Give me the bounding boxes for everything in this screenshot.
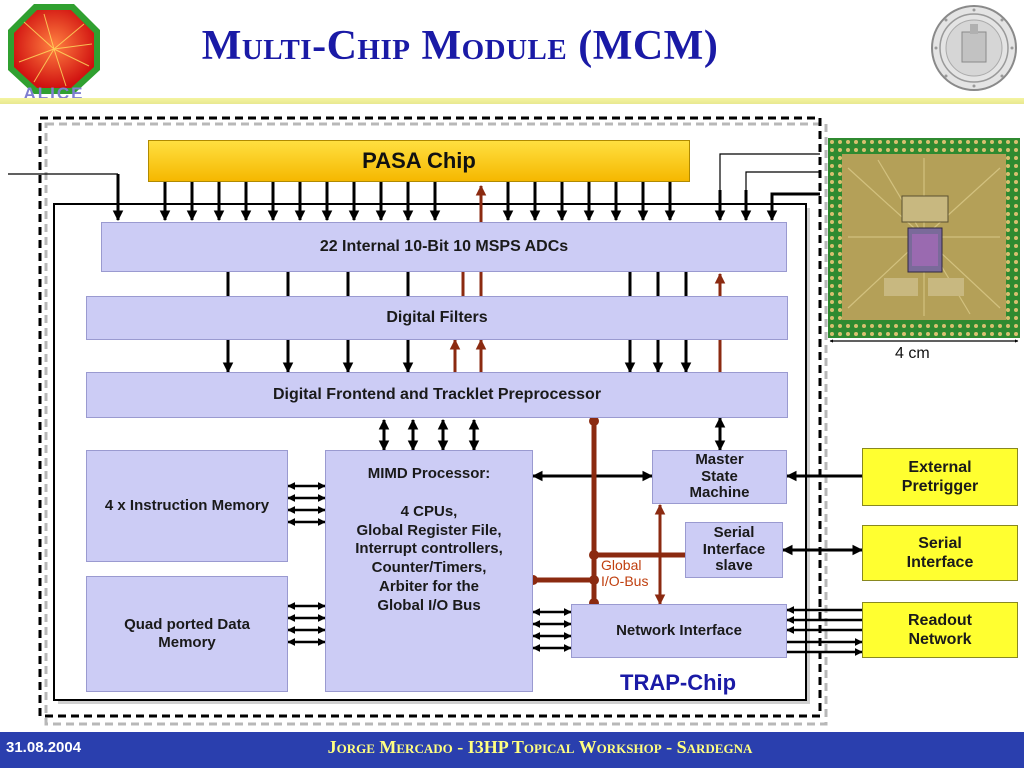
external-pretrigger-block: External Pretrigger [862, 448, 1018, 506]
title-rule [0, 98, 1024, 104]
global-io-bus-label: Global I/O-Bus [601, 557, 649, 590]
global-io-bus [533, 420, 685, 604]
mimd-line: 4 CPUs, [400, 502, 458, 520]
digital-filters-block: Digital Filters [86, 296, 788, 340]
instruction-memory-arrows [287, 482, 326, 526]
mcm-photo [828, 138, 1020, 338]
mimd-line: Interrupt controllers, [355, 540, 503, 558]
data-memory-arrows [287, 602, 326, 646]
university-seal-icon [931, 5, 1017, 91]
mimd-line: Counter/Timers, [371, 559, 487, 576]
pasa-chip-block: PASA Chip [148, 140, 690, 182]
adcs-block: 22 Internal 10-Bit 10 MSPS ADCs [101, 222, 787, 272]
mimd-network-arrows [532, 608, 572, 652]
master-state-machine-block: Master State Machine [652, 450, 787, 504]
frontend-mimd-arrows [378, 418, 480, 452]
serial-interface-block: Serial Interface [862, 525, 1018, 581]
mimd-title: MIMD Processor: [367, 465, 491, 482]
serial-interface-slave-block: Serial Interface slave [685, 522, 783, 578]
chip-dimension-label: 4 cm [895, 345, 930, 362]
footer-date: 31.08.2004 [6, 739, 82, 756]
adc-filter-lines [226, 272, 688, 296]
frontend-block: Digital Frontend and Tracklet Preprocess… [86, 372, 788, 418]
mimd-processor-block: MIMD Processor: 4 CPUs, Global Register … [325, 450, 533, 692]
instruction-memory-block: 4 x Instruction Memory [86, 450, 288, 562]
data-memory-block: Quad ported Data Memory [86, 576, 288, 692]
footer-bar [0, 732, 1024, 768]
page-title: Multi-Chip Module (MCM) [201, 23, 719, 69]
mimd-line: Global Register File, [356, 521, 502, 539]
mimd-line: Arbiter for the [378, 577, 479, 595]
footer-text: Jorge Mercado - I3HP Topical Workshop - … [327, 737, 753, 757]
readout-network-block: Readout Network [862, 602, 1018, 658]
mcm-outline [38, 116, 822, 718]
pasa-adc-arrows [159, 182, 676, 222]
network-interface-block: Network Interface [571, 604, 787, 658]
filter-frontend-arrows [222, 340, 692, 374]
mcm-shadow [44, 122, 828, 726]
alice-logo-text: ALICE [24, 84, 85, 100]
right-input-lines [714, 153, 820, 222]
readout-arrows [786, 606, 863, 656]
mimd-line: Global I/O Bus [377, 596, 481, 614]
alice-logo: ALICE [8, 4, 100, 100]
trap-chip-label: TRAP-Chip [620, 670, 737, 695]
